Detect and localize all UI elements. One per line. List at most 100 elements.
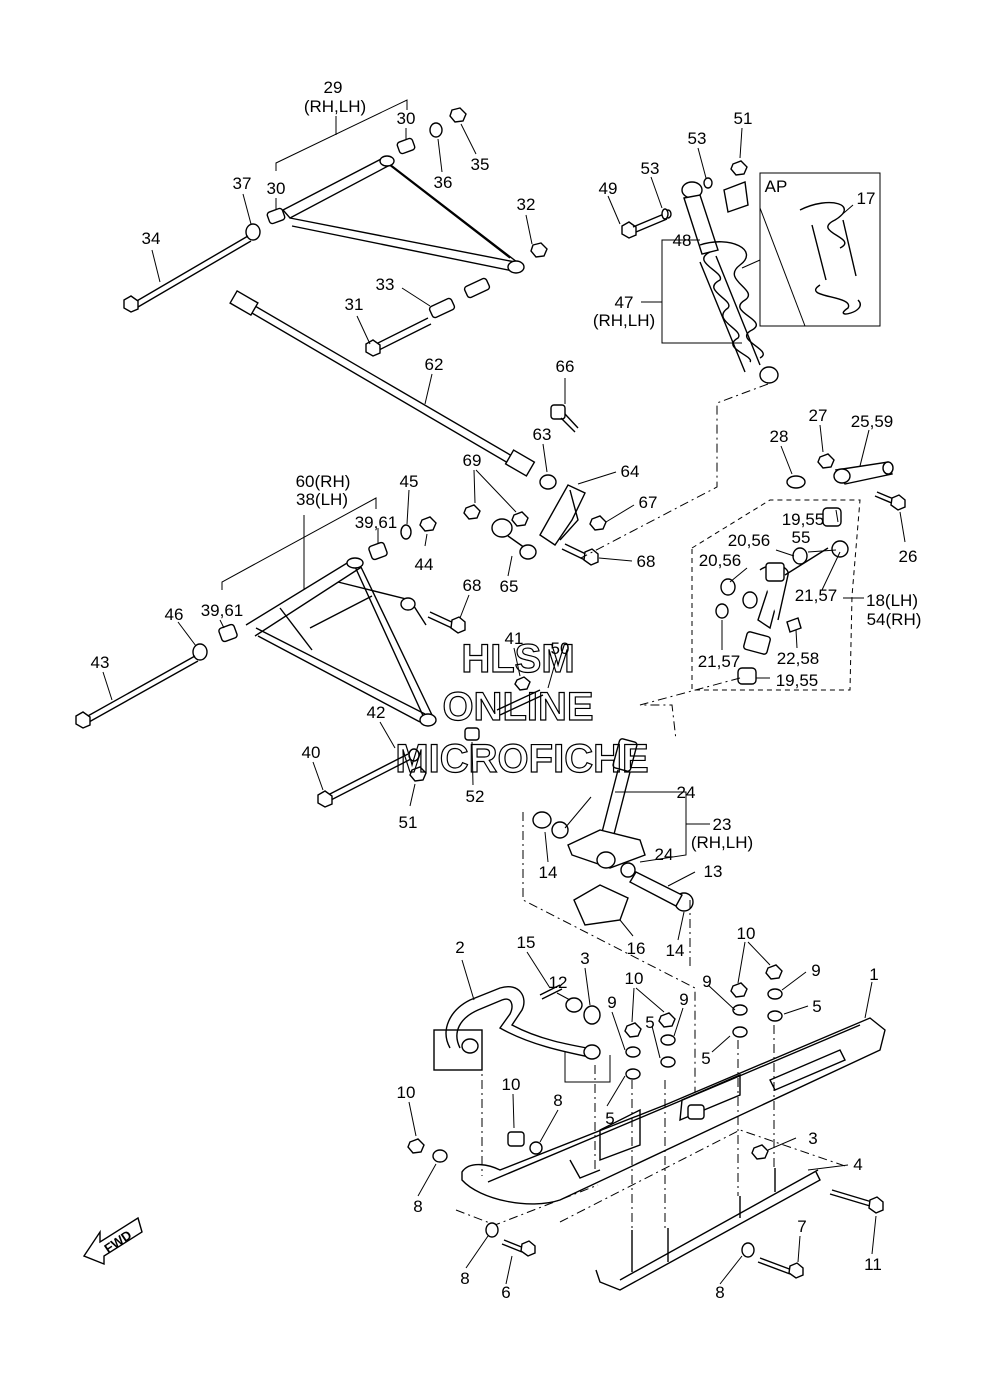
upper-arm-group [123, 99, 548, 357]
label-2: 2 [455, 938, 464, 957]
label-40: 40 [302, 743, 321, 762]
label-14-right: 14 [666, 941, 685, 960]
label-4: 4 [853, 1155, 862, 1174]
label-35: 35 [471, 155, 490, 174]
label-52: 52 [466, 787, 485, 806]
label-39-61-right: 39,61 [355, 513, 398, 532]
label-33: 33 [376, 275, 395, 294]
label-30-top: 30 [397, 109, 416, 128]
label-34: 34 [142, 229, 161, 248]
label-22-58: 22,58 [777, 649, 820, 668]
label-54: 54(RH) [867, 610, 922, 629]
label-36: 36 [434, 173, 453, 192]
label-51-lower: 51 [399, 813, 418, 832]
label-3-lower: 3 [808, 1129, 817, 1148]
label-27: 27 [809, 406, 828, 425]
label-31: 31 [345, 295, 364, 314]
watermark-line-2: ONLINE [442, 685, 593, 729]
label-29-sub: (RH,LH) [304, 97, 366, 116]
label-23: 23 [713, 815, 732, 834]
label-17: 17 [857, 189, 876, 208]
label-19-55-top: 19,55 [782, 510, 825, 529]
label-50: 50 [551, 639, 570, 658]
label-5-far-right: 5 [812, 997, 821, 1016]
label-10-mid: 10 [502, 1075, 521, 1094]
label-23-sub: (RH,LH) [691, 833, 753, 852]
label-9-far-right: 9 [811, 961, 820, 980]
label-47: 47 [615, 293, 634, 312]
label-5-left: 5 [605, 1109, 614, 1128]
label-69: 69 [463, 451, 482, 470]
label-46: 46 [165, 605, 184, 624]
label-32: 32 [517, 195, 536, 214]
label-68-right: 68 [637, 552, 656, 571]
label-43: 43 [91, 653, 110, 672]
label-38: 38(LH) [296, 490, 348, 509]
fwd-arrow: FWD [82, 1216, 143, 1266]
label-10-left: 10 [397, 1083, 416, 1102]
label-ap: AP [765, 177, 788, 196]
label-13: 13 [704, 862, 723, 881]
label-8-mid: 8 [553, 1091, 562, 1110]
watermark-line-3: MICROFICHE [395, 737, 648, 781]
shock-absorber-group [580, 127, 881, 559]
label-64: 64 [621, 462, 640, 481]
watermark-line-1: HLSM [461, 637, 574, 681]
label-24-bottom: 24 [655, 845, 674, 864]
label-8-right: 8 [715, 1283, 724, 1302]
label-63: 63 [533, 425, 552, 444]
steering-arm-group [463, 378, 635, 577]
label-5-right: 5 [701, 1049, 710, 1068]
label-53-top: 53 [688, 129, 707, 148]
part-labels: 29 (RH,LH) 30 30 35 36 37 34 32 33 31 62… [91, 78, 922, 1302]
label-24-top: 24 [677, 783, 696, 802]
label-45: 45 [400, 472, 419, 491]
label-9-right: 9 [702, 972, 711, 991]
label-12: 12 [549, 973, 568, 992]
label-53-mid: 53 [641, 159, 660, 178]
label-18: 18(LH) [866, 591, 918, 610]
steering-spindle-group [639, 424, 906, 741]
label-25-59: 25,59 [851, 412, 894, 431]
label-47-sub: (RH,LH) [593, 311, 655, 330]
label-5-mid: 5 [645, 1013, 654, 1032]
label-39-61-left: 39,61 [201, 601, 244, 620]
label-55: 55 [792, 528, 811, 547]
label-49: 49 [599, 179, 618, 198]
watermark: HLSM ONLINE MICROFICHE [395, 636, 650, 781]
label-28: 28 [770, 427, 789, 446]
label-37: 37 [233, 174, 252, 193]
tie-rod-group [229, 289, 536, 477]
label-8-bottom: 8 [460, 1269, 469, 1288]
label-20-56-left: 20,56 [699, 551, 742, 570]
label-3-upper: 3 [580, 949, 589, 968]
label-60: 60(RH) [296, 472, 351, 491]
label-6: 6 [501, 1283, 510, 1302]
label-65: 65 [500, 577, 519, 596]
label-10-upper-mid: 10 [625, 969, 644, 988]
label-9-mid: 9 [679, 990, 688, 1009]
label-66: 66 [556, 357, 575, 376]
label-51-upper: 51 [734, 109, 753, 128]
label-1: 1 [869, 965, 878, 984]
ski-column-group [522, 738, 710, 1118]
label-41: 41 [505, 629, 524, 648]
label-20-56-top: 20,56 [728, 531, 771, 550]
label-8-left: 8 [413, 1197, 422, 1216]
label-14-left: 14 [539, 863, 558, 882]
label-10-upper-right: 10 [737, 924, 756, 943]
label-30-left: 30 [267, 179, 286, 198]
label-67: 67 [639, 493, 658, 512]
label-15: 15 [517, 933, 536, 952]
label-42: 42 [367, 703, 386, 722]
ski-group [407, 941, 886, 1291]
label-19-55-bottom: 19,55 [776, 671, 819, 690]
label-48: 48 [673, 231, 692, 250]
label-62: 62 [425, 355, 444, 374]
label-16: 16 [627, 939, 646, 958]
label-44: 44 [415, 555, 434, 574]
label-21-57-right: 21,57 [795, 586, 838, 605]
label-7: 7 [797, 1217, 806, 1236]
lower-arm-group [75, 489, 557, 808]
